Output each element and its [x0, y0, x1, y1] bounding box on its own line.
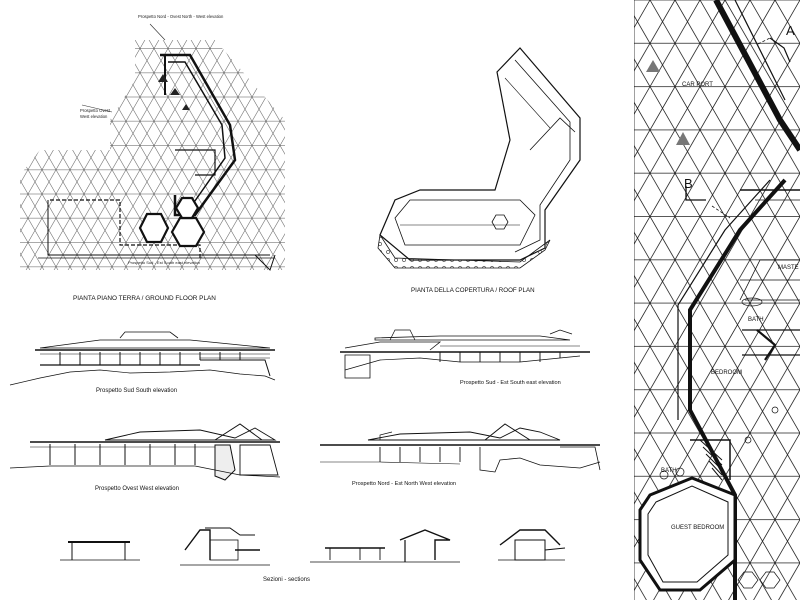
section-2: [180, 527, 270, 566]
northwest-elevation: Prospetto Nord - Est North West elevatio…: [320, 423, 601, 487]
south-elevation: Prospetto Sud South elevation: [9, 331, 276, 394]
roof-plan-caption: PIANTA DELLA COPERTURA / ROOF PLAN: [411, 287, 535, 294]
section-marker-b: [685, 186, 731, 219]
ground-plan-caption: PIANTA PIANO TERRA / GROUND FLOOR PLAN: [73, 295, 216, 302]
plan-label-west-2: West elevation: [80, 114, 108, 119]
plan-markers: [158, 74, 190, 110]
south-terrain: [9, 369, 276, 386]
plan-walls: [38, 53, 276, 271]
detail-label-master: MASTE: [778, 265, 799, 271]
southeast-caption: Prospetto Sud - Est South east elevation: [460, 380, 561, 386]
detail-label-carport: CAR PORT: [682, 82, 713, 88]
detail-plan: CAR PORT MASTE BATH BEDROOM BATH GUEST B…: [634, 0, 800, 600]
detail-label-bath-bottom: BATH: [661, 468, 677, 474]
sections: Sezioni - sections: [60, 527, 566, 583]
plan-grid-area: [20, 40, 285, 270]
plan-label-bottom: Prospetto Sud - Est South east elevation: [128, 260, 200, 265]
section-label-a: A: [786, 23, 795, 38]
section-3: [310, 529, 460, 563]
roof-plan: PIANTA DELLA COPERTURA / ROOF PLAN: [377, 47, 581, 294]
southeast-elevation: Prospetto Sud - Est South east elevation: [340, 329, 590, 386]
west-caption: Prospetto Ovest West elevation: [95, 486, 179, 492]
ground-floor-plan: Prospetto Nord - Ovest North - West elev…: [20, 14, 285, 302]
section-4: [498, 529, 566, 561]
plan-grid-area-2: [20, 150, 110, 175]
detail-stair: [699, 439, 723, 481]
hexagon-rooms: [138, 196, 206, 248]
section-marker-a: [757, 37, 791, 63]
section-label-b: B: [684, 176, 693, 191]
detail-markers: [646, 60, 690, 145]
section-1: [60, 541, 140, 561]
plan-label-top: Prospetto Nord - Ovest North - West elev…: [138, 14, 224, 19]
roof-edge-band: [377, 233, 551, 269]
plan-label-west-1: Prospetto Ovest: [80, 108, 111, 113]
sections-caption: Sezioni - sections: [263, 577, 310, 583]
roof-outline: [379, 47, 581, 261]
west-elevation: Prospetto Ovest West elevation: [9, 423, 281, 492]
detail-label-guest-bedroom: GUEST BEDROOM: [671, 525, 724, 531]
northwest-caption: Prospetto Nord - Est North West elevatio…: [352, 481, 456, 487]
detail-label-bath-top: BATH: [748, 317, 764, 323]
detail-label-bedroom: BEDROOM: [711, 370, 742, 376]
south-caption: Prospetto Sud South elevation: [96, 388, 177, 394]
detail-fixtures: [659, 297, 781, 589]
